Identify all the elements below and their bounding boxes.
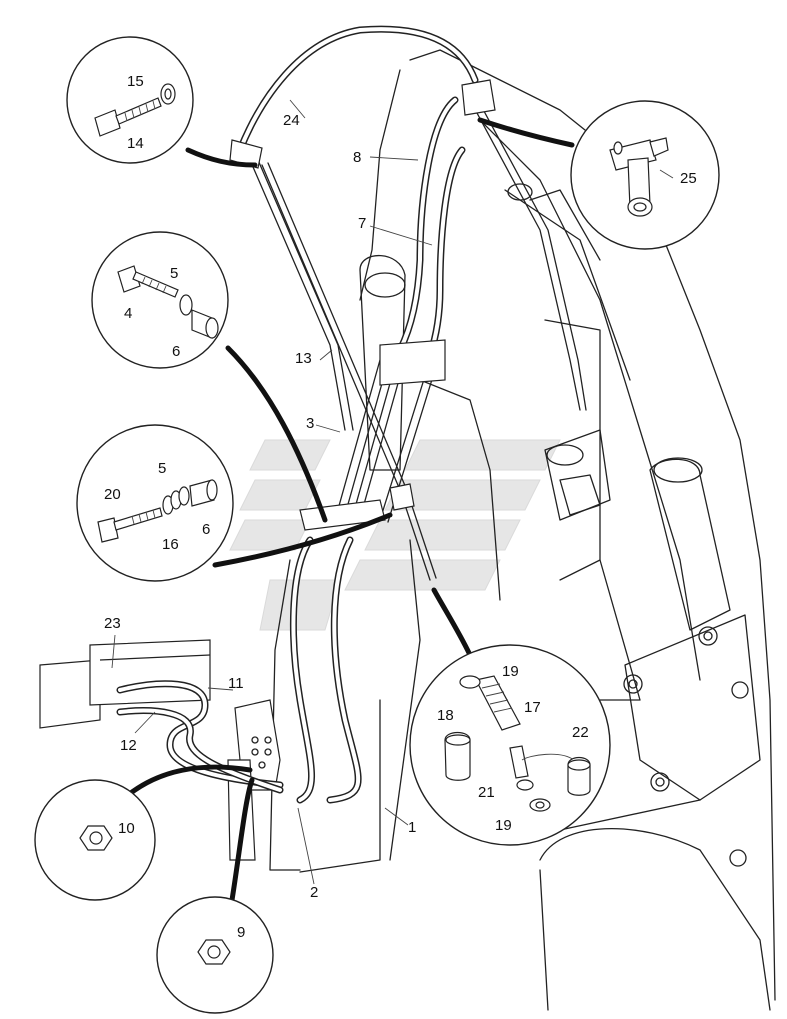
callout-11: 11 [228, 675, 244, 692]
detail-circle-nut-9 [156, 896, 274, 1014]
callout-14: 14 [127, 135, 144, 152]
detail-circle-tee-25 [570, 100, 720, 250]
callout-2: 2 [310, 884, 318, 901]
callout-10: 10 [118, 820, 135, 837]
callout-labels: 1 2 3 4 5 5 6 6 7 8 9 10 11 12 13 14 15 … [104, 73, 697, 941]
callout-17: 17 [524, 699, 541, 716]
callout-20: 20 [104, 486, 121, 503]
detail-circle-couplings-17-22 [409, 644, 611, 846]
callout-6b: 6 [202, 521, 210, 538]
callout-19b: 19 [495, 817, 512, 834]
callout-6a: 6 [172, 343, 180, 360]
hose-assembly [116, 25, 479, 804]
callout-7: 7 [358, 215, 366, 232]
callout-22: 22 [572, 724, 589, 741]
callout-12: 12 [120, 737, 137, 754]
callout-9: 9 [237, 924, 245, 941]
callout-19a: 19 [502, 663, 519, 680]
callout-24: 24 [283, 112, 300, 129]
callout-8: 8 [353, 149, 361, 166]
callout-23: 23 [104, 615, 121, 632]
callout-15: 15 [127, 73, 144, 90]
callout-5b: 5 [158, 460, 166, 477]
callout-25: 25 [680, 170, 697, 187]
detail-circle-bolt-20-16-5-6 [76, 424, 234, 582]
callout-16: 16 [162, 536, 179, 553]
callout-3: 3 [306, 415, 314, 432]
callout-4: 4 [124, 305, 132, 322]
detail-leaders [125, 117, 575, 903]
detail-circle-bolt-4-5-6 [91, 231, 229, 369]
callout-1: 1 [408, 819, 416, 836]
watermark-logo [229, 439, 561, 631]
callout-21: 21 [478, 784, 495, 801]
detail-circle-bolt-14-15 [66, 36, 194, 164]
callout-13: 13 [295, 350, 312, 367]
detail-circle-nut-10 [34, 779, 156, 901]
callout-18: 18 [437, 707, 454, 724]
callout-5a: 5 [170, 265, 178, 282]
